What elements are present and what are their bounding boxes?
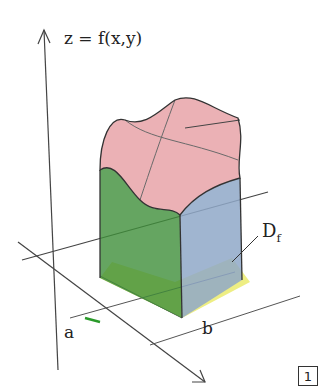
callout-number: 1 bbox=[298, 366, 318, 386]
domain-label: Df bbox=[262, 222, 281, 244]
bound-label: b bbox=[202, 320, 213, 337]
callout-text: 1 bbox=[304, 369, 312, 384]
function-label: z = f(x,y) bbox=[64, 30, 142, 47]
bound-label: a bbox=[64, 324, 74, 341]
